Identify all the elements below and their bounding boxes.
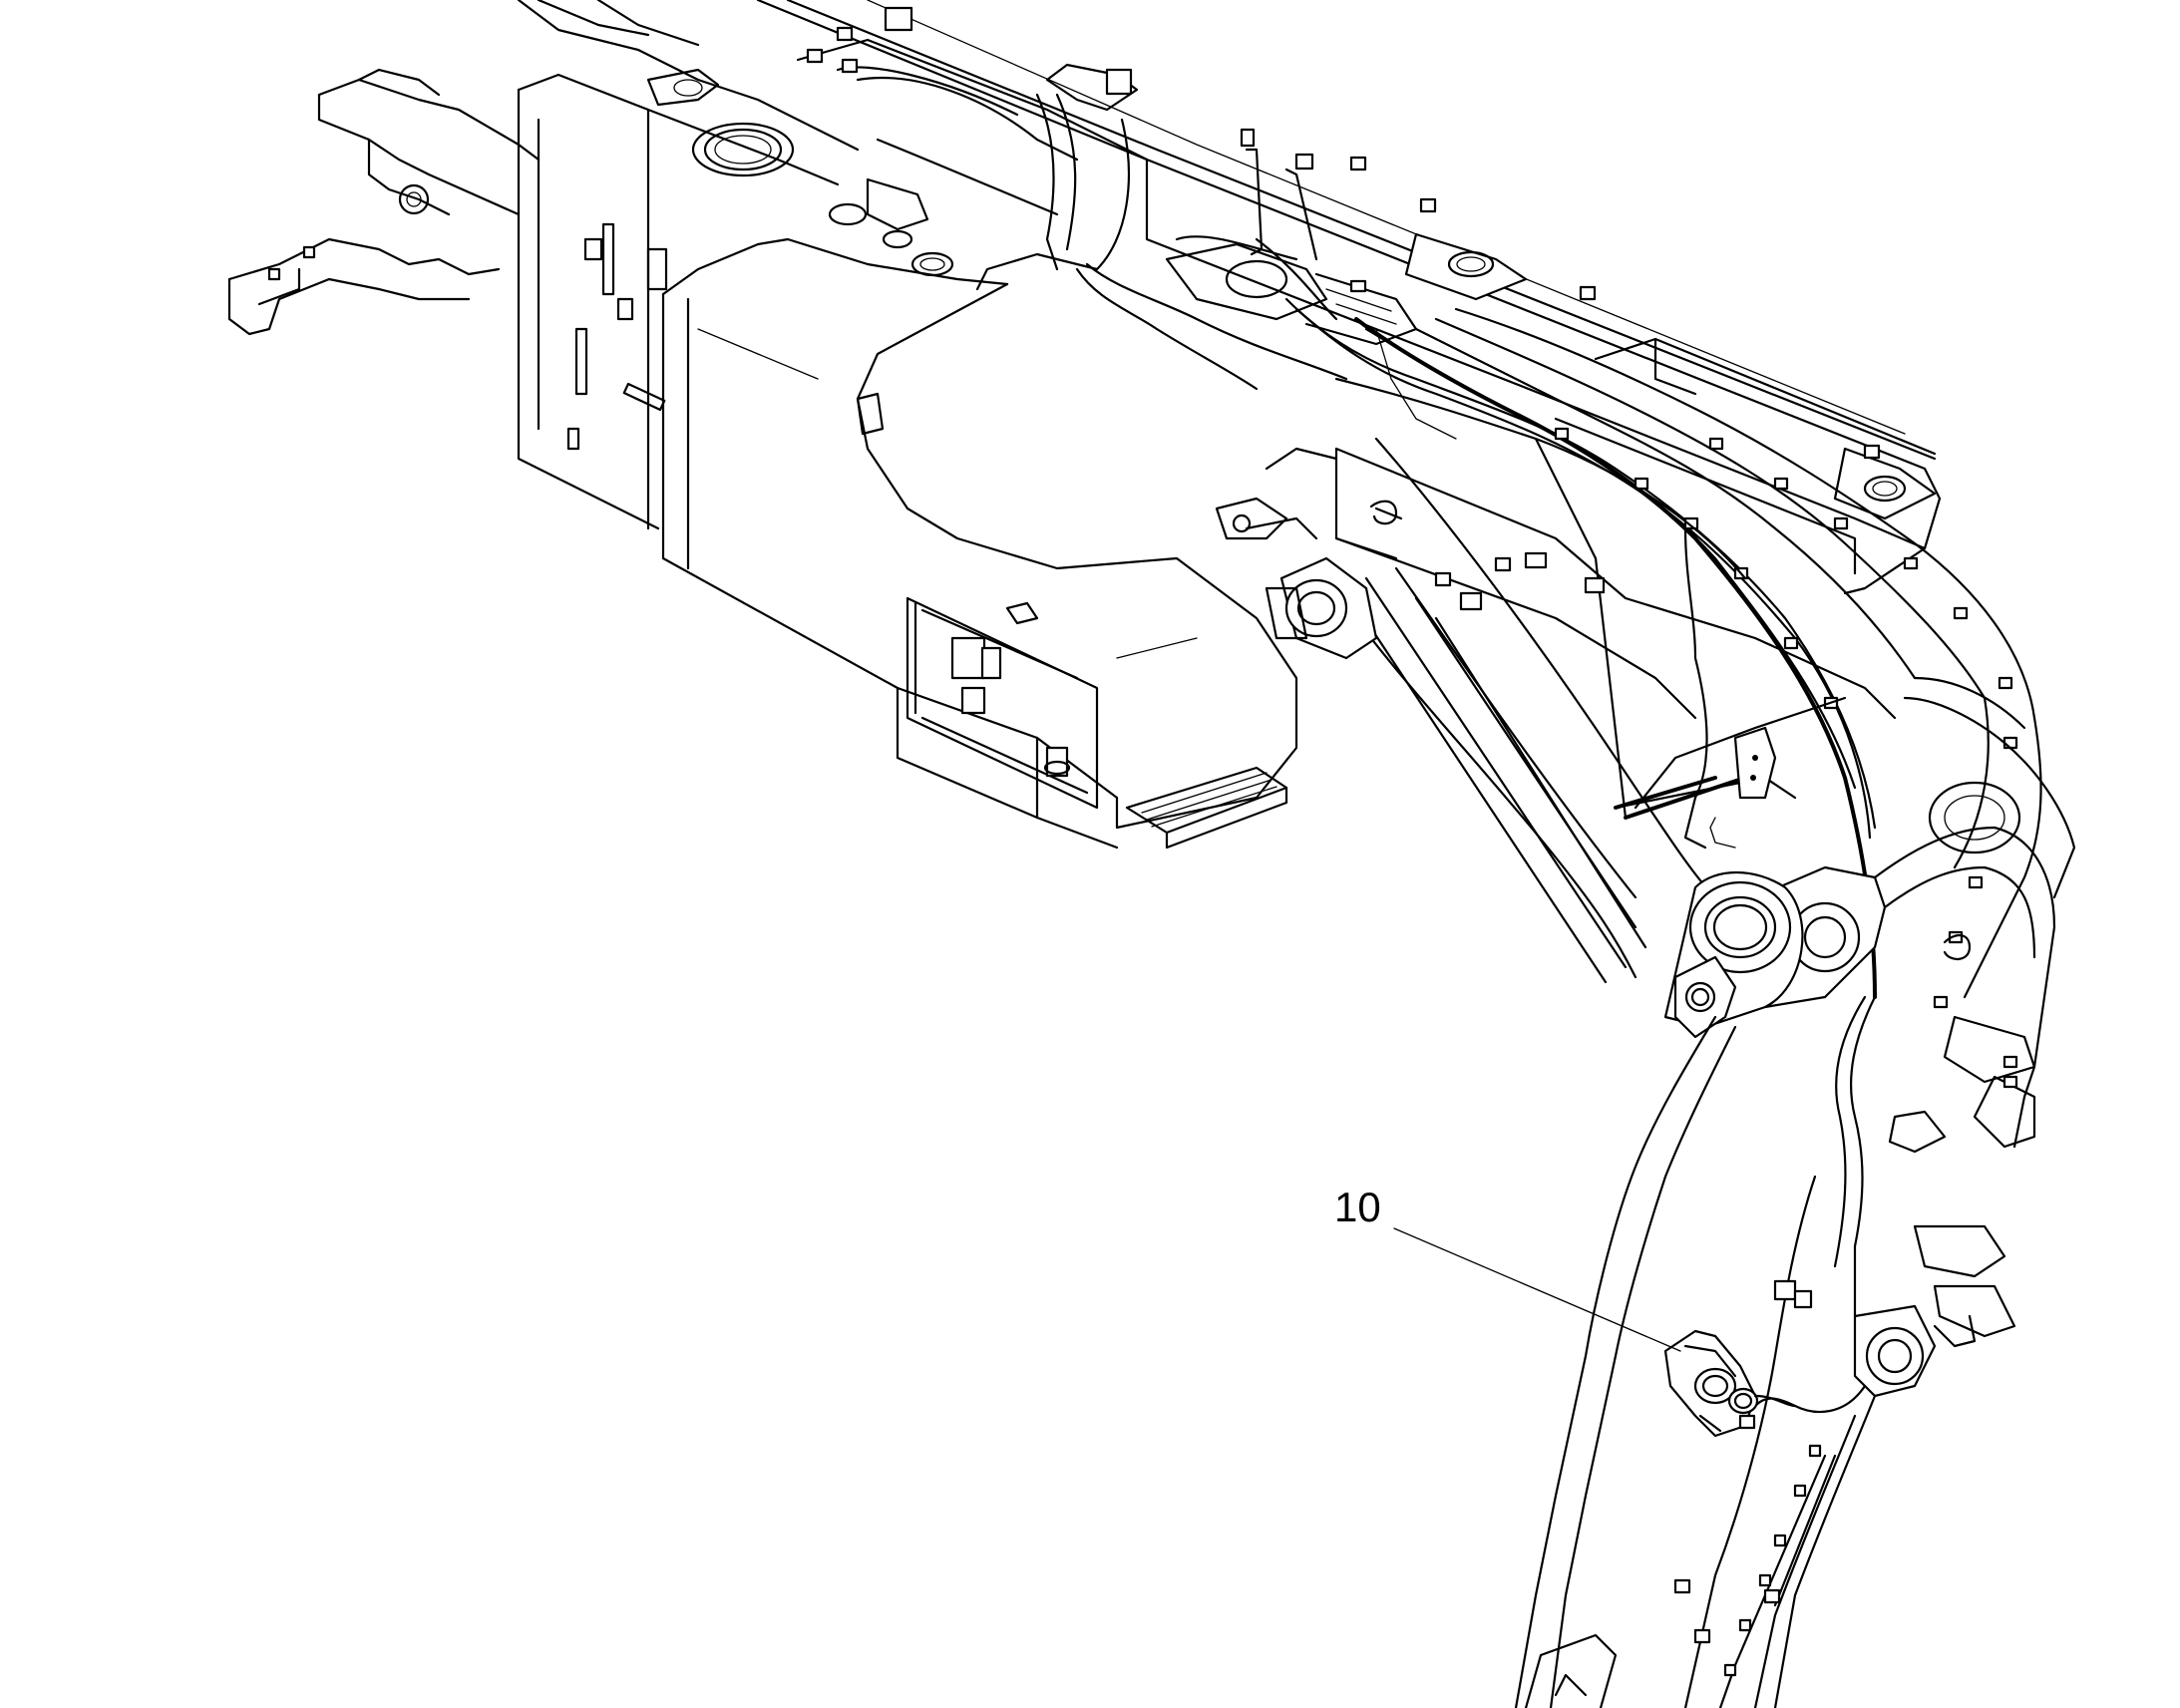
engine-housing: [661, 237, 1298, 850]
hose-bundle-upper: [975, 63, 2042, 1009]
boom-mounted-component[interactable]: [1663, 1329, 1797, 1438]
boom-cylinder: [1215, 447, 1647, 984]
boom-arm: [1324, 437, 2076, 1708]
main-frame: [756, 0, 1942, 595]
callout-leader-line: [1393, 1227, 1681, 1352]
callout-label-10: 10: [1334, 1184, 1381, 1230]
upper-structure: [227, 0, 1149, 530]
boom-upper-body: [1334, 377, 1777, 849]
